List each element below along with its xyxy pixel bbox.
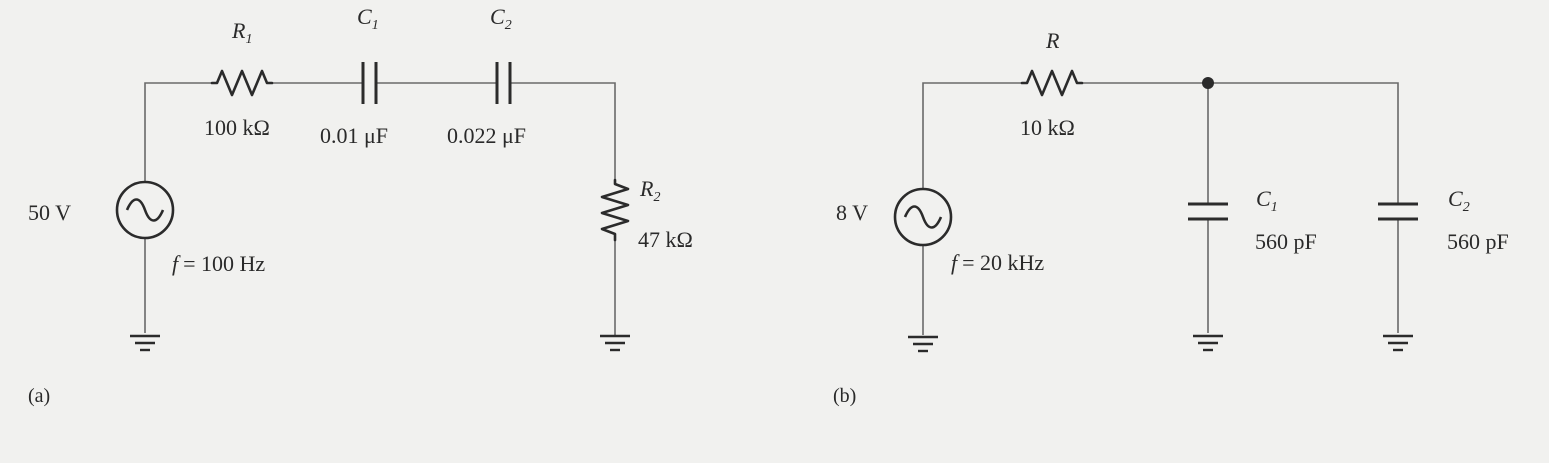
source-a-voltage: 50 V bbox=[28, 200, 71, 225]
ground-a-r2 bbox=[600, 334, 630, 352]
r1-value: 100 kΩ bbox=[204, 115, 270, 140]
b-c1-value: 560 pF bbox=[1255, 229, 1317, 254]
ground-b-source bbox=[908, 335, 938, 353]
wire-a-left bbox=[144, 82, 212, 183]
resistor-r1 bbox=[210, 69, 274, 97]
wire-b-top bbox=[1082, 82, 1399, 203]
b-c2-value: 560 pF bbox=[1447, 229, 1509, 254]
source-b-voltage: 8 V bbox=[836, 200, 868, 225]
wire-b-left bbox=[922, 82, 1022, 190]
circuit-b: R 10 kΩ C1 560 pF C2 560 pF 8 V f= 20 kH… bbox=[833, 28, 1509, 407]
caption-a: (a) bbox=[28, 385, 50, 407]
resistor-r2 bbox=[600, 178, 630, 242]
c2-value: 0.022 μF bbox=[447, 123, 526, 148]
c1-symbol: C1 bbox=[357, 4, 379, 33]
ground-b-c1 bbox=[1193, 334, 1223, 352]
capacitor-c1 bbox=[361, 62, 378, 104]
b-c2-symbol: C2 bbox=[1448, 186, 1470, 215]
ground-b-c2 bbox=[1383, 334, 1413, 352]
caption-b: (b) bbox=[833, 385, 856, 407]
capacitor-b-c1 bbox=[1188, 202, 1228, 221]
circuit-a: R1 100 kΩ C1 0.01 μF C2 0.022 μF R2 47 k… bbox=[28, 4, 693, 407]
ac-source-a bbox=[115, 180, 175, 240]
source-a-frequency: f= 100 Hz bbox=[172, 251, 265, 276]
c2-symbol: C2 bbox=[490, 4, 512, 33]
r-value: 10 kΩ bbox=[1020, 115, 1075, 140]
junction-node bbox=[1202, 77, 1214, 89]
capacitor-b-c2 bbox=[1378, 202, 1418, 221]
capacitor-c2 bbox=[495, 62, 512, 104]
source-b-frequency: f= 20 kHz bbox=[951, 250, 1044, 275]
ac-source-b bbox=[893, 187, 953, 247]
b-c1-symbol: C1 bbox=[1256, 186, 1278, 215]
r1-symbol: R1 bbox=[231, 18, 252, 47]
ground-a-source bbox=[130, 334, 160, 352]
resistor-r bbox=[1020, 69, 1084, 97]
r-symbol: R bbox=[1045, 28, 1060, 53]
r2-symbol: R2 bbox=[639, 176, 660, 205]
r2-value: 47 kΩ bbox=[638, 227, 693, 252]
c1-value: 0.01 μF bbox=[320, 123, 388, 148]
wire-a-c2-r2 bbox=[511, 82, 616, 180]
